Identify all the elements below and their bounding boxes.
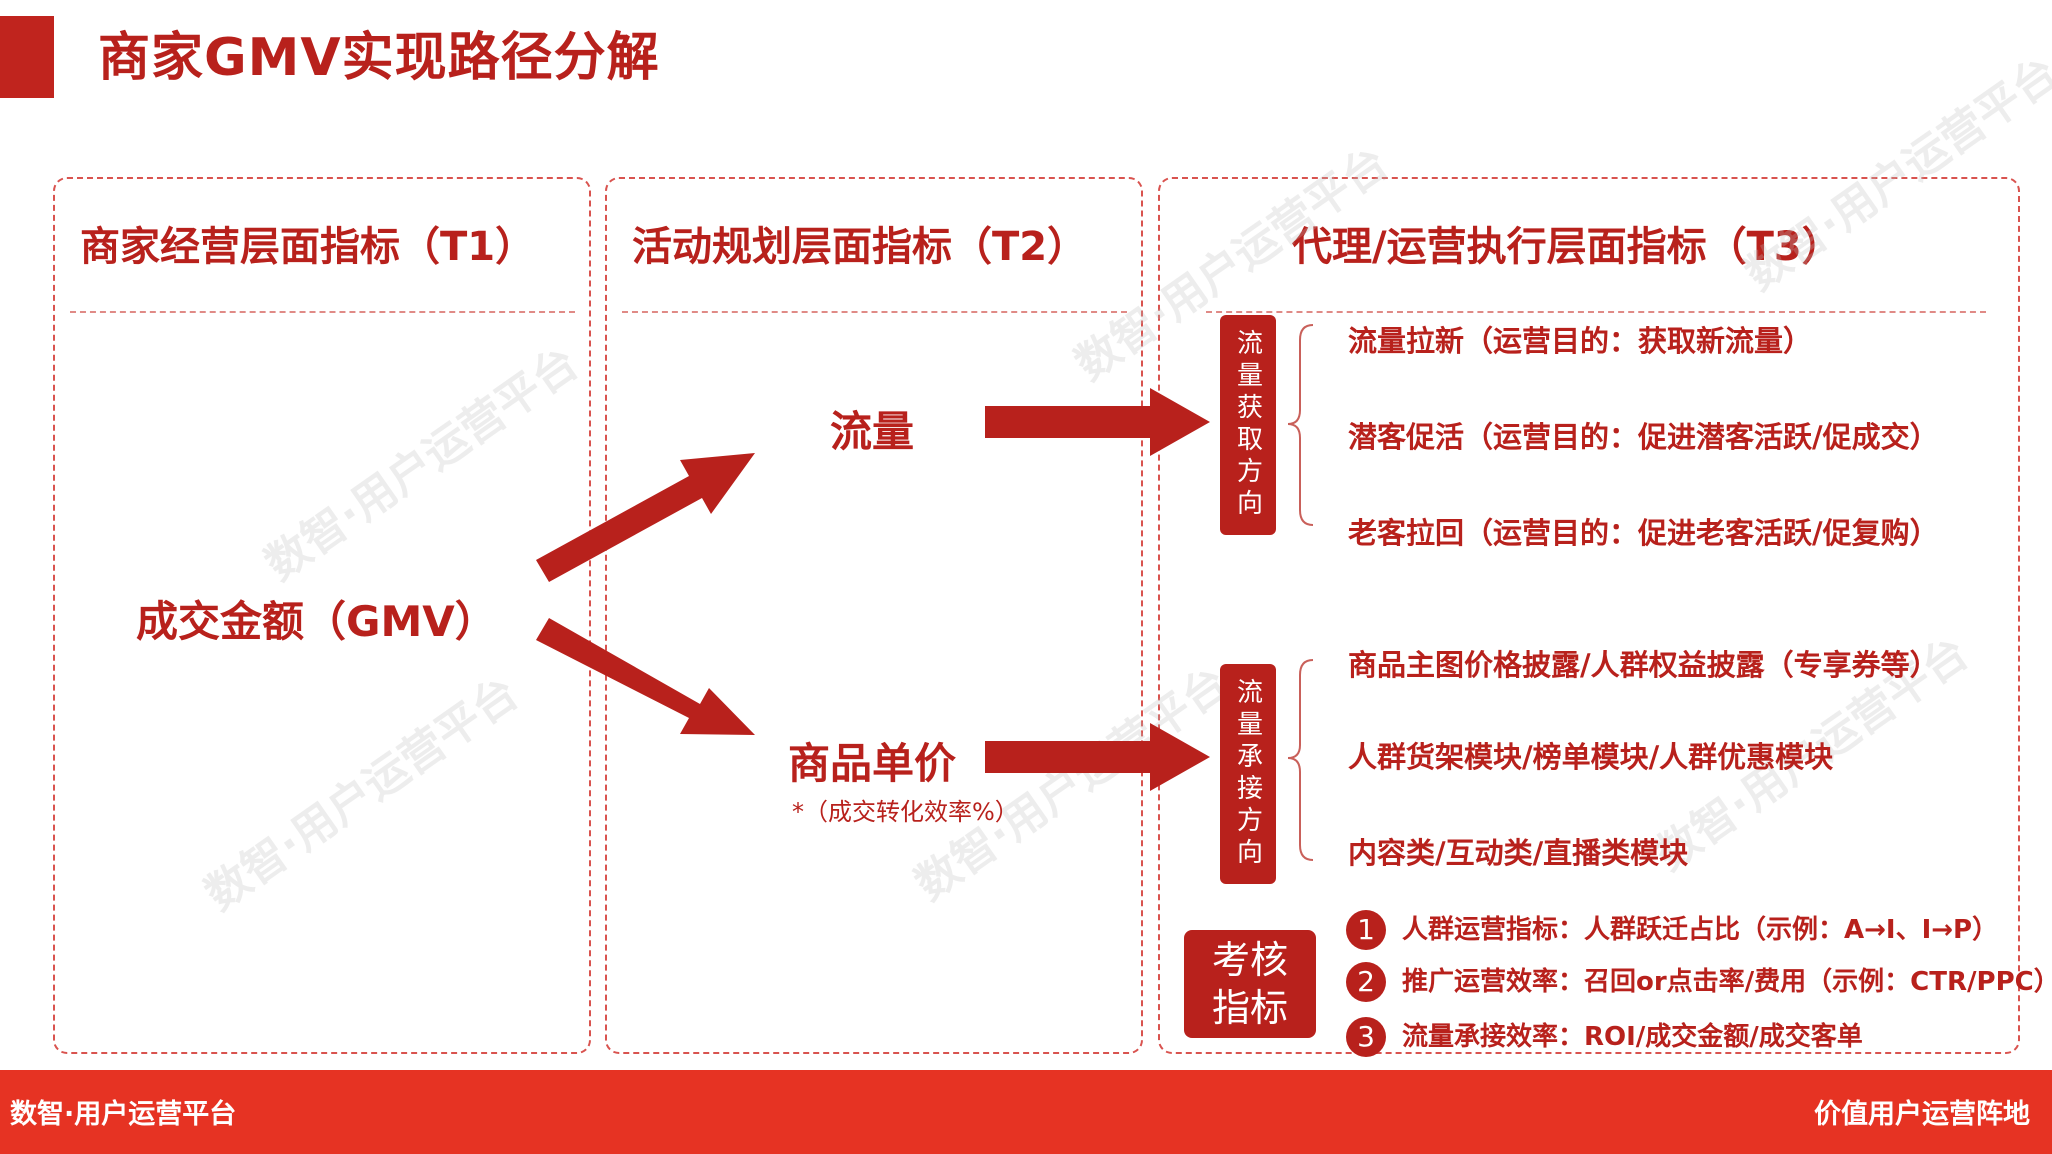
panel-t1 [53, 177, 591, 1054]
kpi-number-1: 1 [1346, 910, 1386, 950]
panel-t2 [605, 177, 1143, 1054]
kpi-number-2: 2 [1346, 962, 1386, 1002]
brace-conversion [1287, 659, 1314, 861]
kpi-item: 人群运营指标：人群跃迁占比（示例：A→I、I→P） [1402, 915, 1999, 945]
node-traffic: 流量 [830, 407, 915, 456]
kpi-label-line1: 考核 [1211, 938, 1288, 982]
footer-right-text: 价值用户运营阵地 [1814, 1099, 2030, 1130]
page-title: 商家GMV实现路径分解 [98, 28, 660, 88]
kpi-item: 流量承接效率：ROI/成交金额/成交客单 [1402, 1022, 1863, 1052]
node-unit-price: 商品单价 [788, 739, 957, 788]
node-gmv: 成交金额（GMV） [136, 597, 497, 646]
arrow-traffic-to-t3 [985, 388, 1210, 456]
panel-t3-divider [1206, 311, 1986, 313]
arrow-gmv-to-traffic [536, 453, 755, 582]
kpi-item: 推广运营效率：召回or点击率/费用（示例：CTR/PPC） [1402, 967, 2052, 997]
title-accent-block [0, 16, 54, 98]
kpi-label: 考核 指标 [1184, 930, 1316, 1038]
conversion-item: 商品主图价格披露/人群权益披露（专享券等） [1348, 648, 1939, 682]
arrow-unit-price-to-t3 [985, 723, 1210, 791]
panel-t2-title: 活动规划层面指标（T2） [632, 224, 1088, 270]
traffic-item: 老客拉回（运营目的：促进老客活跃/促复购） [1348, 516, 1939, 550]
arrow-gmv-to-unit-price [536, 618, 755, 735]
traffic-item: 流量拉新（运营目的：获取新流量） [1348, 324, 1813, 358]
conversion-direction-label: 流量承接方向 [1220, 664, 1276, 884]
panel-t3-title: 代理/运营执行层面指标（T3） [1292, 224, 1842, 270]
panel-t1-title: 商家经营层面指标（T1） [80, 224, 536, 270]
conversion-item: 人群货架模块/榜单模块/人群优惠模块 [1348, 740, 1834, 774]
conversion-item: 内容类/互动类/直播类模块 [1348, 836, 1689, 870]
traffic-item: 潜客促活（运营目的：促进潜客活跃/促成交） [1348, 420, 1939, 454]
footer-bar [0, 1070, 2052, 1154]
node-unit-price-note: *（成交转化效率%） [792, 798, 1019, 826]
panel-t1-divider [70, 311, 575, 313]
panel-t3 [1158, 177, 2020, 1054]
footer-left-text: 数智·用户运营平台 [10, 1099, 237, 1130]
traffic-direction-label: 流量获取方向 [1220, 315, 1276, 535]
brace-traffic [1287, 324, 1314, 526]
kpi-number-3: 3 [1346, 1017, 1386, 1057]
kpi-label-line2: 指标 [1211, 986, 1288, 1030]
panel-t2-divider [622, 311, 1127, 313]
